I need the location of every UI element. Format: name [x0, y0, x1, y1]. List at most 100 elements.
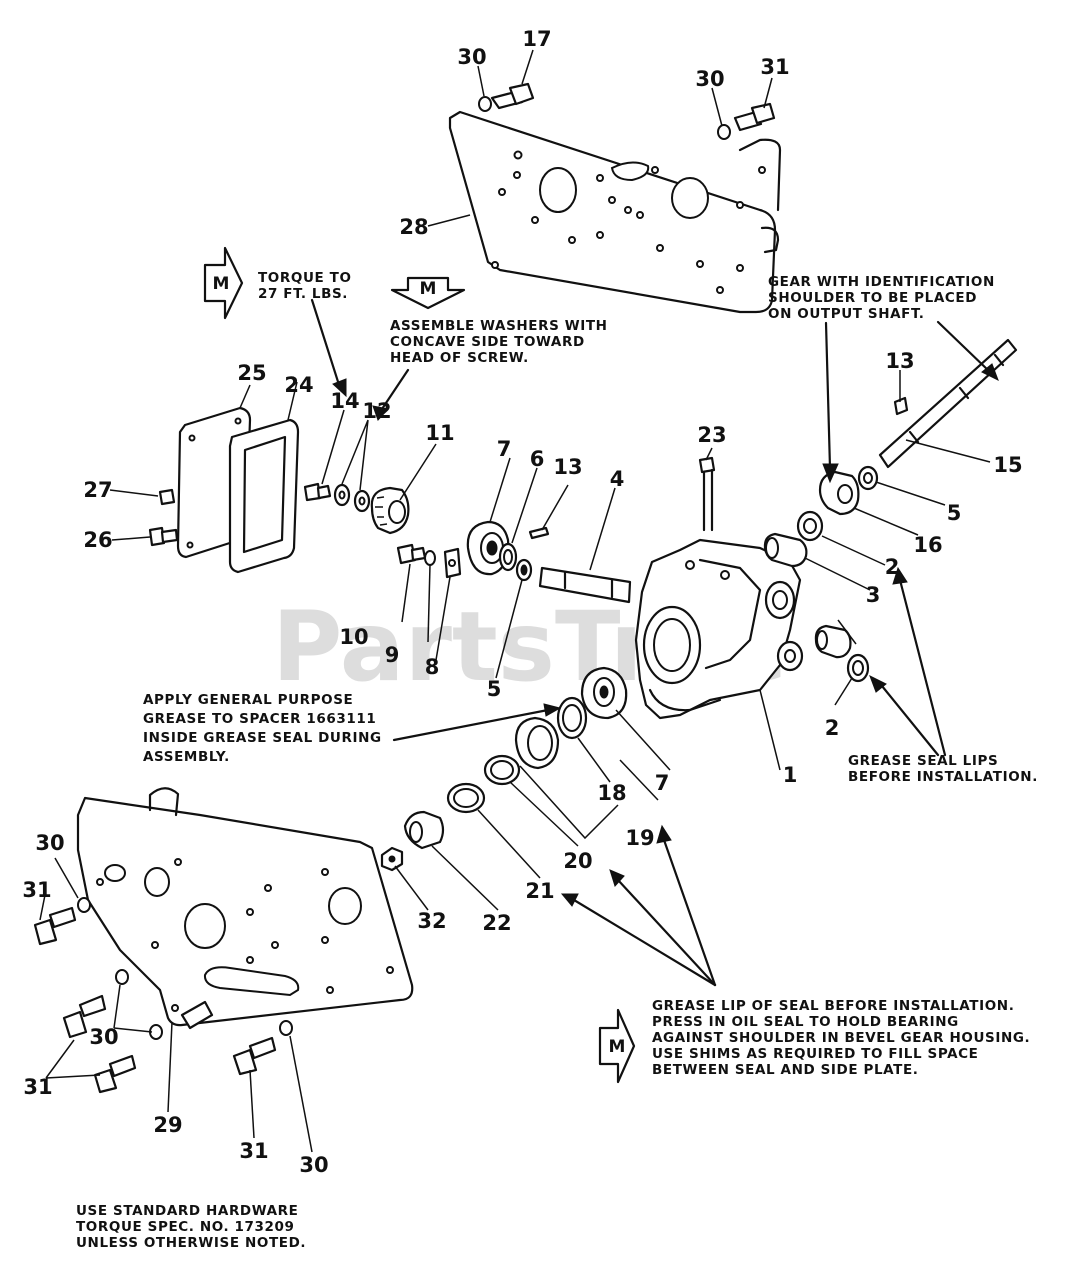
- callout-20: 20: [563, 849, 592, 873]
- m-marker-oil-seal: M: [598, 1008, 636, 1084]
- callout-29: 29: [153, 1113, 182, 1137]
- callout-2-lower: 2: [825, 716, 840, 740]
- svg-text:M: M: [213, 274, 230, 294]
- svg-text:M: M: [420, 279, 437, 299]
- seal-2-lower: [846, 653, 870, 683]
- svg-text:APPLY GENERAL PURPOSE: APPLY GENERAL PURPOSE: [143, 692, 353, 708]
- seal-5-upper: [857, 465, 879, 491]
- bolt-31-mid-lower: [93, 1054, 137, 1094]
- gear-16: [818, 470, 860, 516]
- svg-text:SHOULDER TO BE PLACED: SHOULDER TO BE PLACED: [768, 290, 977, 306]
- callout-18: 18: [597, 781, 626, 805]
- callout-31-bottom-mid: 31: [23, 1075, 52, 1099]
- shim-21: [446, 782, 486, 814]
- svg-text:BETWEEN SEAL AND SIDE PLATE.: BETWEEN SEAL AND SIDE PLATE.: [652, 1062, 919, 1078]
- callout-7-lower: 7: [655, 771, 670, 795]
- callout-27: 27: [83, 478, 112, 502]
- callout-2-upper: 2: [885, 555, 900, 579]
- gasket-24: [228, 418, 300, 574]
- callout-13-lower: 13: [553, 455, 582, 479]
- svg-text:GREASE LIP OF SEAL BEFORE INST: GREASE LIP OF SEAL BEFORE INSTALLATION.: [652, 998, 1014, 1014]
- callout-30-top-left: 30: [457, 45, 486, 69]
- note-torque: TORQUE TO 27 FT. LBS.: [258, 270, 352, 302]
- callout-15: 15: [993, 453, 1022, 477]
- washers-12: [333, 483, 371, 513]
- washer-6: [498, 542, 518, 572]
- callout-7-upper: 7: [497, 437, 512, 461]
- leader-lines: [39, 49, 991, 1153]
- callout-9: 9: [385, 643, 400, 667]
- callout-28: 28: [399, 215, 428, 239]
- svg-text:GREASE TO SPACER 1663111: GREASE TO SPACER 1663111: [143, 711, 376, 727]
- callout-4: 4: [610, 467, 625, 491]
- callout-5-upper: 5: [947, 501, 962, 525]
- svg-text:HEAD OF SCREW.: HEAD OF SCREW.: [390, 350, 529, 366]
- key-13-upper: [893, 396, 909, 416]
- seal-19: [514, 716, 560, 770]
- callout-31-top: 31: [760, 55, 789, 79]
- washer-30-top-left: [478, 96, 492, 112]
- callout-5-lower: 5: [487, 677, 502, 701]
- callout-6: 6: [530, 447, 545, 471]
- seal-5-lower: [515, 558, 533, 582]
- washer-30-top-right: [717, 124, 731, 140]
- callout-25: 25: [237, 361, 266, 385]
- seal-2-upper: [796, 510, 824, 542]
- callout-30-top-right: 30: [695, 67, 724, 91]
- housing-1: [634, 538, 804, 720]
- callout-13-upper: 13: [885, 349, 914, 373]
- svg-text:USE SHIMS AS REQUIRED TO FILL: USE SHIMS AS REQUIRED TO FILL SPACE: [652, 1046, 978, 1062]
- callout-30-bottom-mid: 30: [89, 1025, 118, 1049]
- screw-14: [303, 482, 332, 502]
- callout-3: 3: [866, 583, 881, 607]
- callout-17: 17: [522, 27, 551, 51]
- callout-30-bottom-right: 30: [299, 1153, 328, 1177]
- callout-19: 19: [625, 826, 654, 850]
- lock-tab-8: [443, 547, 462, 579]
- pin-29: [180, 1000, 214, 1030]
- washer-9: [424, 550, 436, 566]
- washer-30-right: [279, 1020, 293, 1036]
- bolt-17: [490, 82, 535, 110]
- bushing-3-upper: [763, 532, 808, 568]
- nut-32: [380, 846, 404, 872]
- bolt-31-right: [232, 1036, 277, 1076]
- top-side-plate: [448, 110, 782, 314]
- seal-18: [556, 696, 588, 740]
- bushing-3-lower: [814, 624, 852, 659]
- plug-27: [158, 488, 176, 506]
- callout-1: 1: [783, 763, 798, 787]
- callout-10: 10: [339, 625, 368, 649]
- note-arrows: [310, 298, 999, 987]
- callout-30-bottom-left: 30: [35, 831, 64, 855]
- fitting-23: [698, 456, 716, 532]
- svg-text:ON OUTPUT SHAFT.: ON OUTPUT SHAFT.: [768, 306, 924, 322]
- m-marker-torque: M: [203, 246, 244, 320]
- svg-text:UNLESS OTHERWISE NOTED.: UNLESS OTHERWISE NOTED.: [76, 1235, 306, 1251]
- bearing-7-lower: [580, 666, 628, 720]
- bolt-31-top: [733, 102, 776, 132]
- callout-31-bottom-right: 31: [239, 1139, 268, 1163]
- key-13-lower: [528, 526, 550, 540]
- note-seal-lips: GREASE SEAL LIPS BEFORE INSTALLATION.: [848, 753, 1038, 785]
- svg-text:PRESS IN OIL SEAL TO HOLD BEAR: PRESS IN OIL SEAL TO HOLD BEARING: [652, 1014, 959, 1030]
- note-spacer: APPLY GENERAL PURPOSE GREASE TO SPACER 1…: [143, 692, 381, 765]
- gear-11: [370, 486, 410, 535]
- callout-23: 23: [697, 423, 726, 447]
- callout-12: 12: [362, 399, 391, 423]
- callout-22: 22: [482, 911, 511, 935]
- svg-text:M: M: [609, 1037, 626, 1057]
- bolt-31-mid-upper: [62, 994, 107, 1039]
- svg-text:TORQUE TO: TORQUE TO: [258, 270, 352, 286]
- callout-26: 26: [83, 528, 112, 552]
- svg-text:CONCAVE SIDE TOWARD: CONCAVE SIDE TOWARD: [390, 334, 585, 350]
- note-washers: ASSEMBLE WASHERS WITH CONCAVE SIDE TOWAR…: [390, 318, 607, 366]
- callout-31-bottom-left: 31: [22, 878, 51, 902]
- spacer-22: [403, 810, 445, 850]
- m-marker-washers: M: [390, 276, 466, 310]
- callout-16: 16: [913, 533, 942, 557]
- washer-30-left: [77, 897, 91, 913]
- svg-text:GEAR WITH IDENTIFICATION: GEAR WITH IDENTIFICATION: [768, 274, 995, 290]
- svg-text:BEFORE INSTALLATION.: BEFORE INSTALLATION.: [848, 769, 1038, 785]
